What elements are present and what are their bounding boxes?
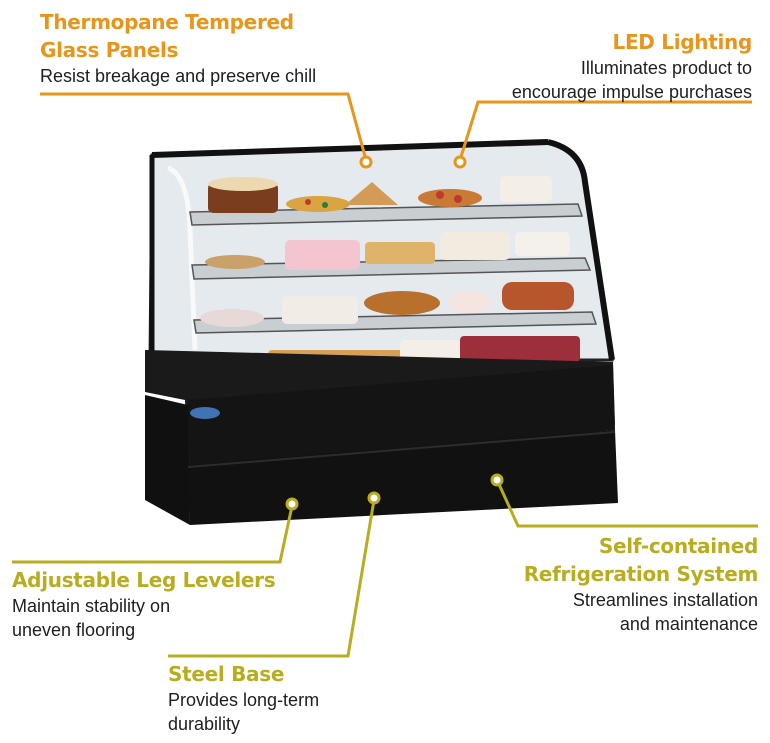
callout-refrigeration: Self-contained Refrigeration System Stre… <box>523 532 759 636</box>
refrigeration-title-line1: Self-contained <box>598 534 758 558</box>
steel-base-description-line2: durability <box>168 714 241 734</box>
glass-reflection <box>166 165 198 351</box>
leg-levelers-description-line2: uneven flooring <box>12 620 136 640</box>
steel-base-description-line1: Provides long-term <box>168 690 320 710</box>
callout-leg-levelers: Adjustable Leg Levelers Maintain stabili… <box>12 566 276 642</box>
pastries-shelf-2 <box>205 232 570 270</box>
leg-levelers-description-line1: Maintain stability on <box>12 596 171 616</box>
steel-base-title: Steel Base <box>168 662 285 686</box>
shelf-3 <box>193 311 598 334</box>
leg-levelers-title: Adjustable Leg Levelers <box>12 568 276 592</box>
thermopane-title-line1: Thermopane Tempered <box>40 10 294 34</box>
brand-badge <box>190 407 220 419</box>
base-seam <box>187 431 616 468</box>
angled-base-front <box>188 365 615 470</box>
lower-steel-base <box>145 395 190 525</box>
refrigeration-title-line2: Refrigeration System <box>523 562 759 586</box>
callout-led-lighting: LED Lighting Illuminates product to enco… <box>512 28 752 104</box>
callout-thermopane: Thermopane Tempered Glass Panels Resist … <box>40 8 316 88</box>
callout-steel-base: Steel Base Provides long-term durability <box>168 660 319 736</box>
refrigeration-description-line1: Streamlines installation <box>572 590 758 610</box>
led-description-line2: encourage impulse purchases <box>511 82 752 102</box>
pastries-shelf-3 <box>200 282 574 327</box>
thermopane-description: Resist breakage and preserve chill <box>40 66 317 86</box>
pastries-shelf-1 <box>208 176 552 213</box>
led-title: LED Lighting <box>612 30 753 54</box>
refrigeration-description-line2: and maintenance <box>619 614 758 634</box>
thermopane-title-line2: Glass Panels <box>40 38 179 62</box>
led-description-line1: Illuminates product to <box>580 58 752 78</box>
